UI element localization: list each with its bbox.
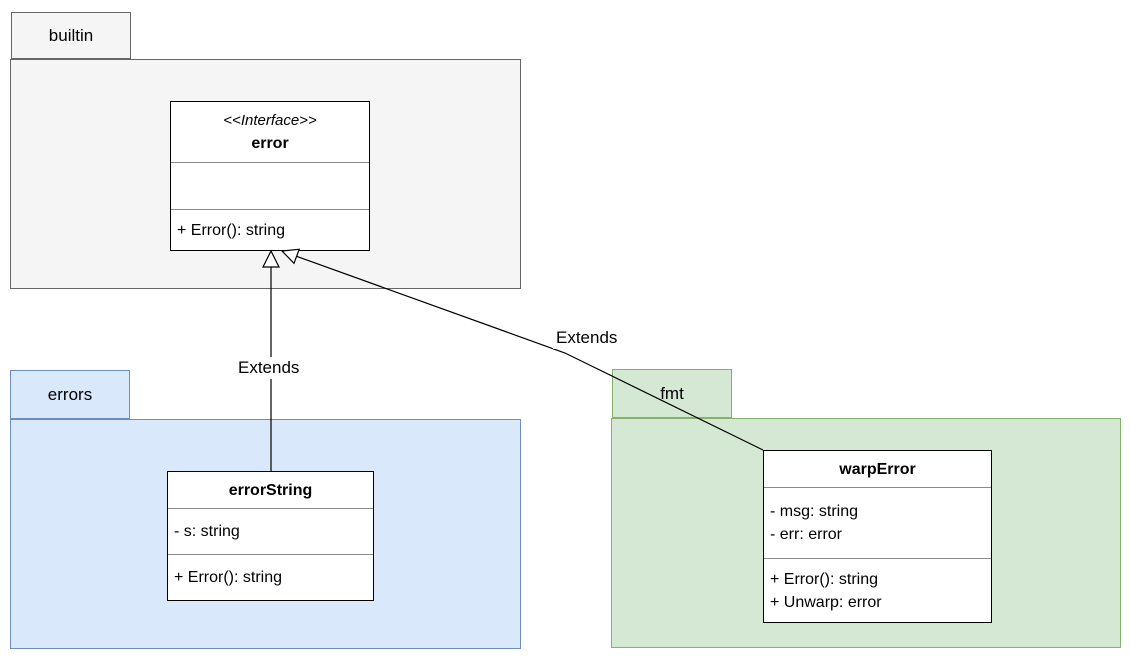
package-label-fmt: fmt bbox=[660, 383, 684, 403]
package-tab-errors: errors bbox=[10, 370, 130, 419]
method-row: + Error(): string bbox=[174, 569, 283, 586]
edge-label-extends-warperror: Extends bbox=[553, 327, 621, 349]
class-error-name: error bbox=[251, 135, 289, 152]
class-errorstring: errorString - s: string + Error(): strin… bbox=[167, 471, 374, 601]
class-warperror: warpError - msg: string - err: error + E… bbox=[763, 450, 992, 623]
class-warperror-name: warpError bbox=[839, 460, 916, 478]
class-error-fields-compartment bbox=[171, 162, 369, 209]
package-tab-fmt: fmt bbox=[612, 369, 732, 418]
package-tab-builtin: builtin bbox=[11, 12, 131, 59]
class-error-stereotype: <<Interface>> bbox=[223, 112, 317, 129]
class-errorstring-name: errorString bbox=[228, 481, 313, 499]
class-errorstring-fields-compartment: - s: string bbox=[168, 508, 373, 554]
package-label-errors: errors bbox=[47, 384, 93, 404]
field-row: - s: string bbox=[174, 523, 240, 540]
package-label-builtin: builtin bbox=[48, 25, 94, 45]
method-row: + Error(): string bbox=[770, 570, 879, 588]
class-error-methods-compartment: + Error(): string bbox=[171, 209, 369, 250]
class-errorstring-methods-compartment: + Error(): string bbox=[168, 554, 373, 600]
field-row: - err: error bbox=[770, 526, 842, 543]
method-row: + Error(): string bbox=[177, 221, 286, 239]
class-warperror-fields-compartment: - msg: string - err: error bbox=[764, 487, 991, 558]
class-errorstring-header: errorString bbox=[168, 472, 373, 508]
edge-label-extends-errorstring: Extends bbox=[235, 357, 303, 379]
class-error: <<Interface>> error + Error(): string bbox=[170, 101, 370, 251]
field-row: - msg: string bbox=[770, 503, 859, 520]
class-warperror-header: warpError bbox=[764, 451, 991, 487]
class-error-header: <<Interface>> error bbox=[171, 102, 369, 162]
method-row: + Unwarp: error bbox=[770, 593, 882, 611]
class-warperror-methods-compartment: + Error(): string + Unwarp: error bbox=[764, 558, 991, 622]
